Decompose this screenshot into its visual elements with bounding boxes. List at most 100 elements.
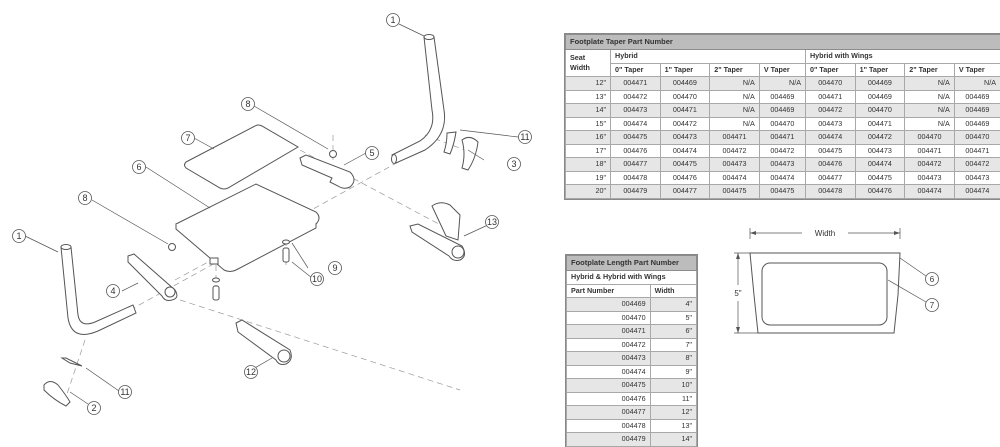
part-number-cell: N/A bbox=[905, 77, 955, 91]
part-number-cell: 004474 bbox=[710, 171, 760, 185]
part-number-cell: 004477 bbox=[611, 158, 661, 172]
callout-7: 7 bbox=[182, 132, 195, 145]
width-cell: 13" bbox=[650, 419, 696, 433]
part-number-cell: 004474 bbox=[759, 171, 805, 185]
part-number-cell: N/A bbox=[710, 77, 760, 91]
seat-width-cell: 14" bbox=[566, 104, 611, 118]
width-cell: 8" bbox=[650, 352, 696, 366]
nut-8-lower bbox=[169, 244, 176, 251]
part-number-cell: 004473 bbox=[954, 171, 1000, 185]
part-number-cell: 004478 bbox=[567, 419, 651, 433]
footplate bbox=[176, 184, 319, 272]
width-cell: 10" bbox=[650, 379, 696, 393]
part-number-cell: 004471 bbox=[660, 104, 710, 118]
part-number-cell: 004471 bbox=[905, 144, 955, 158]
callout-9: 9 bbox=[329, 262, 342, 275]
part-number-cell: 004473 bbox=[611, 104, 661, 118]
part-number-cell: 004473 bbox=[759, 158, 805, 172]
svg-text:5: 5 bbox=[369, 148, 374, 158]
svg-text:9: 9 bbox=[332, 263, 337, 273]
washer-9 bbox=[283, 240, 290, 244]
seat-width-cell: 17" bbox=[566, 144, 611, 158]
part-number-cell: 004476 bbox=[660, 171, 710, 185]
svg-text:8: 8 bbox=[82, 193, 87, 203]
taper-table-title: Footplate Taper Part Number bbox=[566, 35, 1000, 50]
footplate-length-table: Footplate Length Part Number Hybrid & Hy… bbox=[566, 255, 697, 447]
part-number-cell: 004474 bbox=[567, 365, 651, 379]
heel-loop-3 bbox=[462, 137, 478, 170]
part-number-cell: 004469 bbox=[855, 77, 905, 91]
part-number-cell: 004474 bbox=[805, 131, 855, 145]
part-number-cell: N/A bbox=[954, 77, 1000, 91]
svg-text:2: 2 bbox=[91, 403, 96, 413]
part-number-cell: N/A bbox=[905, 104, 955, 118]
part-number-cell: 004470 bbox=[567, 311, 651, 325]
part-number-cell: N/A bbox=[759, 77, 805, 91]
svg-text:3: 3 bbox=[511, 159, 516, 169]
strip-11-lower bbox=[62, 358, 82, 366]
part-number-cell: N/A bbox=[905, 90, 955, 104]
width-cell: 9" bbox=[650, 365, 696, 379]
taper-column-header: 0" Taper bbox=[611, 63, 661, 77]
part-number-cell: 004469 bbox=[759, 90, 805, 104]
part-number-cell: 004472 bbox=[759, 144, 805, 158]
heel-loop-2 bbox=[44, 382, 70, 407]
part-number-header: Part Number bbox=[567, 284, 651, 298]
footplate-dimension-drawing: Width 5" 6 7 bbox=[720, 225, 950, 340]
leader-6 bbox=[900, 258, 926, 276]
part-number-cell: 004475 bbox=[710, 185, 760, 199]
group-header-hybrid: Hybrid bbox=[611, 50, 806, 64]
taper-column-header: V Taper bbox=[954, 63, 1000, 77]
exploded-view-diagram: 1 1 2 3 4 5 6 7 8 8 9 10 11 11 12 13 bbox=[0, 0, 560, 430]
callout-12: 12 bbox=[245, 366, 258, 379]
width-label: Width bbox=[815, 229, 835, 238]
part-number-cell: 004469 bbox=[954, 90, 1000, 104]
width-cell: 4" bbox=[650, 298, 696, 312]
assembly-axis bbox=[65, 340, 85, 400]
part-number-cell: 004469 bbox=[759, 104, 805, 118]
part-number-cell: 004471 bbox=[710, 131, 760, 145]
taper-column-header: V Taper bbox=[759, 63, 805, 77]
part-number-cell: 004472 bbox=[855, 131, 905, 145]
part-number-cell: 004477 bbox=[660, 185, 710, 199]
callout-6: 6 bbox=[133, 161, 146, 174]
part-number-cell: 004469 bbox=[954, 117, 1000, 131]
part-number-cell: 004473 bbox=[855, 144, 905, 158]
part-number-cell: 004474 bbox=[660, 144, 710, 158]
part-number-cell: 004472 bbox=[905, 158, 955, 172]
part-number-cell: 004470 bbox=[805, 77, 855, 91]
part-number-cell: 004478 bbox=[805, 185, 855, 199]
bolt-10 bbox=[283, 248, 289, 262]
svg-text:11: 11 bbox=[520, 132, 529, 142]
taper-column-header: 2" Taper bbox=[905, 63, 955, 77]
callout-11-upper: 11 bbox=[519, 131, 532, 144]
svg-text:11: 11 bbox=[120, 387, 129, 397]
part-number-cell: 004472 bbox=[567, 338, 651, 352]
part-number-cell: 004479 bbox=[611, 185, 661, 199]
callout-8-lower: 8 bbox=[79, 192, 92, 205]
width-cell: 12" bbox=[650, 406, 696, 420]
taper-column-header: 2" Taper bbox=[710, 63, 760, 77]
group-header-hybrid-wings: Hybrid with Wings bbox=[805, 50, 1000, 64]
part-number-cell: 004475 bbox=[855, 171, 905, 185]
part-number-cell: 004476 bbox=[611, 144, 661, 158]
part-number-cell: 004473 bbox=[660, 131, 710, 145]
washer-9-lower bbox=[213, 278, 220, 282]
assembly-axis bbox=[175, 250, 460, 390]
part-number-cell: 004476 bbox=[855, 185, 905, 199]
seat-width-cell: 16" bbox=[566, 131, 611, 145]
bolt-10-lower bbox=[213, 286, 219, 300]
width-header: Width bbox=[650, 284, 696, 298]
part-number-cell: 004473 bbox=[710, 158, 760, 172]
part-number-cell: 004474 bbox=[954, 185, 1000, 199]
part-number-cell: 004479 bbox=[567, 433, 651, 447]
